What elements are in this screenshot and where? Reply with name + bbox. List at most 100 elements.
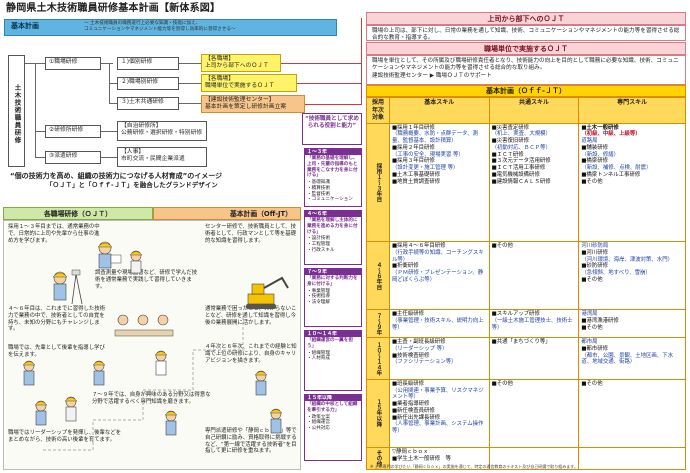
matrix-cell-line: ■土木工事基礎研修 bbox=[391, 171, 441, 178]
matrix-cell-line: ■採用２年目研修 bbox=[391, 144, 435, 151]
worker-icon bbox=[97, 241, 122, 269]
matrix-cell-line: ■電気機械設備研修 bbox=[491, 171, 540, 178]
matrix-cell-basic: ■採用１年目研修（職務概要、水防・点群データ、測量、監督基本、設計積算）■採用２… bbox=[388, 122, 490, 243]
hl-line: 上司から部下へのＯＪＴ bbox=[205, 63, 269, 70]
basic-plan-header: 基本計画 bbox=[4, 19, 337, 36]
role-callout-title: “技術職員として求められる役割と能力” bbox=[302, 113, 362, 145]
worker-icon bbox=[254, 370, 268, 396]
matrix-cell-basic: ■採用４～６年目研修（行政手続等の知識、コーチングスキル等）■折衝研修（ＰＭ研修… bbox=[388, 241, 490, 311]
matrix-row-year: １０～１４年 bbox=[366, 337, 390, 380]
ojt-text-5: 職場ではリーダーシップを発揮し、後輩などをまとめながら、技術の高い後輩を育てます… bbox=[8, 430, 122, 443]
matrix-row: ７～９年■主任級研修（事業管理・技術スキル、説明力向上等）■スキルアップ研修（一… bbox=[366, 309, 686, 339]
worker-icon bbox=[22, 360, 36, 386]
matrix-cell-line: （一級土木施工管理技士、技術士等） bbox=[491, 318, 573, 331]
matrix-cell-line: ■主任級研修 bbox=[391, 311, 424, 318]
matrix-table: 採用年次対象 基本スキル 共通スキル 専門スキル 採用１～３年目■採用１年目研修… bbox=[366, 97, 686, 470]
ojt-boss-header: 上司から部下へのＯＪＴ bbox=[366, 12, 686, 25]
role-stage-item: ・技術指導 bbox=[307, 294, 330, 300]
offjt-text-3: ４年次と６年次、これまでの経験と知識で上位の研修により、自身のキャリアビジョンを… bbox=[205, 344, 297, 364]
basic-plan-note: ～ 土木技術職員の職務遂行上必要な知識・技能に加え、 コミュニケーションやマネジ… bbox=[84, 21, 334, 32]
role-stage-item: ・公共対応 bbox=[307, 426, 330, 432]
role-stage-head: ７～９年 bbox=[305, 269, 361, 276]
matrix-cell-line: ■採用４～６年目研修 bbox=[391, 243, 446, 250]
matrix-cell-line: ■砂防研修 bbox=[581, 263, 608, 270]
role-stage: ４～６年「業務を理解し主体的に業務を進める力を身に付ける」・設計技術・工程管理・… bbox=[304, 210, 362, 265]
role-stage-body: 「業務の基礎を理解し、上司・先輩の指導のもと業務をこなす力を身に付ける」 bbox=[307, 156, 358, 179]
branch-1-label: ①職場研修 bbox=[49, 59, 78, 65]
matrix-cell-line: （新設、補修、点検、耐震） bbox=[581, 165, 652, 171]
b1-item-individual: １)個別研修 bbox=[117, 57, 179, 70]
worker-icon bbox=[92, 360, 106, 386]
matrix-cell-line: （事業管理・技術スキル、説明力向上等） bbox=[391, 318, 484, 331]
role-stage-item: ・行政スキル bbox=[307, 247, 335, 253]
root-box: 土木技術職員研修 bbox=[8, 55, 25, 167]
matrix-table-wrap: 採用年次対象 基本スキル 共通スキル 専門スキル 採用１～３年目■採用１年目研修… bbox=[366, 97, 686, 470]
branch-dispatch-training: ③派遣研修 bbox=[45, 151, 101, 164]
role-stage-head: ４～６年 bbox=[305, 211, 361, 218]
hl-box-center: 【建設技術監理センター】 基本計画を策定し研修計画立案 bbox=[201, 95, 305, 113]
illustration-area bbox=[3, 220, 301, 470]
ojt-workplace-body: 職場を単位として、その所属及び職場研修責任者となり、技術能力の向上を目的として職… bbox=[366, 55, 686, 85]
hl-box-ojt-workplace: 【各職場】 職場単位で実施するＯＪＴ bbox=[201, 74, 297, 92]
matrix-cell-line: （新設、修繕） bbox=[581, 151, 620, 158]
ojt-workplace-body-text: 職場を単位として、その所属及び職場研修責任者となり、技術能力の向上を目的として職… bbox=[372, 58, 679, 71]
ojt-header: 各職場研修（ＯＪＴ） bbox=[3, 207, 153, 220]
matrix-cell-line: ■業者指導研修 bbox=[391, 401, 430, 408]
matrix-cell-basic: ■主任級研修（事業管理・技術スキル、説明力向上等） bbox=[388, 309, 490, 339]
matrix-cell-line: ■土木一般研修 bbox=[581, 124, 619, 131]
matrix-cell-line: ■地質土質調査研修 bbox=[391, 178, 441, 185]
matrix-cell-line: 都市局 bbox=[581, 339, 598, 346]
role-stage-item: ・法令理解 bbox=[307, 300, 330, 306]
hl-line: 【各職場】 bbox=[205, 56, 234, 62]
role-stage-body: 「業務に対する判断力を身に付ける」 bbox=[307, 276, 358, 287]
matrix-cell-line: （初動対応、ＢＣＰ等） bbox=[491, 144, 551, 151]
matrix-footnote: ※ 土木専門の学びたい「静岡ｃｂｏｘ」の実施を通じて、特定の通信教育のテキスト及… bbox=[370, 464, 578, 469]
b3-line: 【人事】 bbox=[121, 149, 145, 155]
matrix-col-special: 専門スキル bbox=[578, 97, 686, 124]
matrix-cell-line: ■折衝研修 bbox=[391, 263, 419, 270]
matrix-cell-line: ■橋梁トンネル工事研修 bbox=[581, 171, 641, 178]
matrix-cell-line: ■河川研修 bbox=[581, 249, 608, 256]
ojt-workplace-support: 建設技術監理センター ▶ 職場ＯＪＴのサポート bbox=[372, 72, 492, 79]
b2-line: 公務研修・選択研修・特別研修 bbox=[121, 130, 203, 137]
ojt-workplace-header-label: 職場単位で実施するＯＪＴ bbox=[484, 45, 568, 53]
matrix-cell-line: ■ＩＣＴ活用工事研修 bbox=[491, 165, 546, 171]
offjt-header: 基本計画（Off-JT） bbox=[153, 207, 301, 220]
ojt-text-2: 調査測量や現場監督など、研修で学んだ技術を通常業務で実践して習得していきます。 bbox=[95, 270, 198, 290]
role-stage-item: ・組織運営 bbox=[307, 420, 330, 426]
offjt-text-4: ７～９年では、自身が興味のある分野又は得意な分野で活躍するべく専門知識を磨きます… bbox=[92, 392, 211, 405]
b1-item-label: ３)土木共通研修 bbox=[121, 99, 164, 105]
matrix-cell-line: （急傾斜、地すべり、雪崩） bbox=[581, 270, 651, 277]
matrix-cell-line: （公用関連・事業予算、リスクマネジメント等） bbox=[391, 387, 484, 401]
matrix-row: 採用１～３年目■採用１年目研修（職務概要、水防・点群データ、測量、監督基本、設計… bbox=[366, 122, 686, 243]
surveyor-icon bbox=[52, 269, 83, 305]
matrix-cell-line: 河川砂防局 bbox=[581, 243, 609, 250]
role-stage-item: ・組織管理 bbox=[307, 350, 330, 356]
b3-line: 市町交流・民間企業派遣 bbox=[121, 156, 185, 163]
role-callout-title-text: “技術職員として求められる役割と能力” bbox=[305, 116, 359, 129]
role-stages: １～３年「業務の基礎を理解し、上司・先輩の指導のもと業務をこなす力を身に付ける」… bbox=[304, 148, 362, 468]
matrix-cell-basic: ■班長級研修（公用関連・事業予算、リスクマネジメント等）■業者指導研修■新任検査… bbox=[388, 378, 490, 449]
matrix-cell-common: ■共通「まちづくり等」 bbox=[488, 337, 580, 380]
matrix-cell-line: ■建設情報ＣＡＬＳ研修 bbox=[491, 178, 551, 185]
matrix-cell-line: ■橋梁研修 bbox=[581, 158, 608, 165]
offjt-text-1: センター研修で、技術職員として、技術者として、行政マンとして等を基礎的な知識を習… bbox=[205, 224, 297, 244]
matrix-cell-line: （ファシリテーション等） bbox=[391, 359, 457, 366]
role-stage-head: １０～１４年 bbox=[305, 331, 361, 338]
matrix-cell-special: ■その他 bbox=[578, 378, 686, 449]
matrix-col-common: 共通スキル bbox=[488, 97, 580, 124]
matrix-cell-line: ■ＩＣＴ研修 bbox=[491, 151, 524, 158]
hl-line: 基本計画を策定し研修計画立案 bbox=[205, 104, 287, 111]
matrix-cell-line: （職務概要、水防・点群データ、測量、監督基本、設計積算） bbox=[391, 131, 479, 144]
matrix-cell-line: ■その他 bbox=[581, 276, 603, 283]
matrix-cell-line: ■新任検査員研修 bbox=[391, 407, 435, 414]
matrix-cell-line: （工事の安全、現場実習 等） bbox=[391, 151, 464, 158]
matrix-cell-line: （河川環境、海岸、津波対策、水門） bbox=[581, 256, 673, 263]
b2-line: 【自治研修所】 bbox=[121, 123, 162, 129]
matrix-cell-line: ■学生土木一般研修 等 bbox=[391, 455, 451, 462]
ojt-boss-body: 職場の上司は、部下に対し、日常の業務を通して知識、技術、コミュニケーションやマネ… bbox=[366, 25, 686, 41]
matrix-cell-line: ■新任出先課長研修 bbox=[391, 414, 441, 421]
matrix-cell-line: 港湾局 bbox=[581, 311, 598, 318]
ojt-text-1: 採用１～３年目までは、通常業務の中で、日常的に上司や先輩から仕事の進め方を学びま… bbox=[8, 224, 100, 244]
matrix-cell-line: ■その他 bbox=[491, 380, 513, 387]
